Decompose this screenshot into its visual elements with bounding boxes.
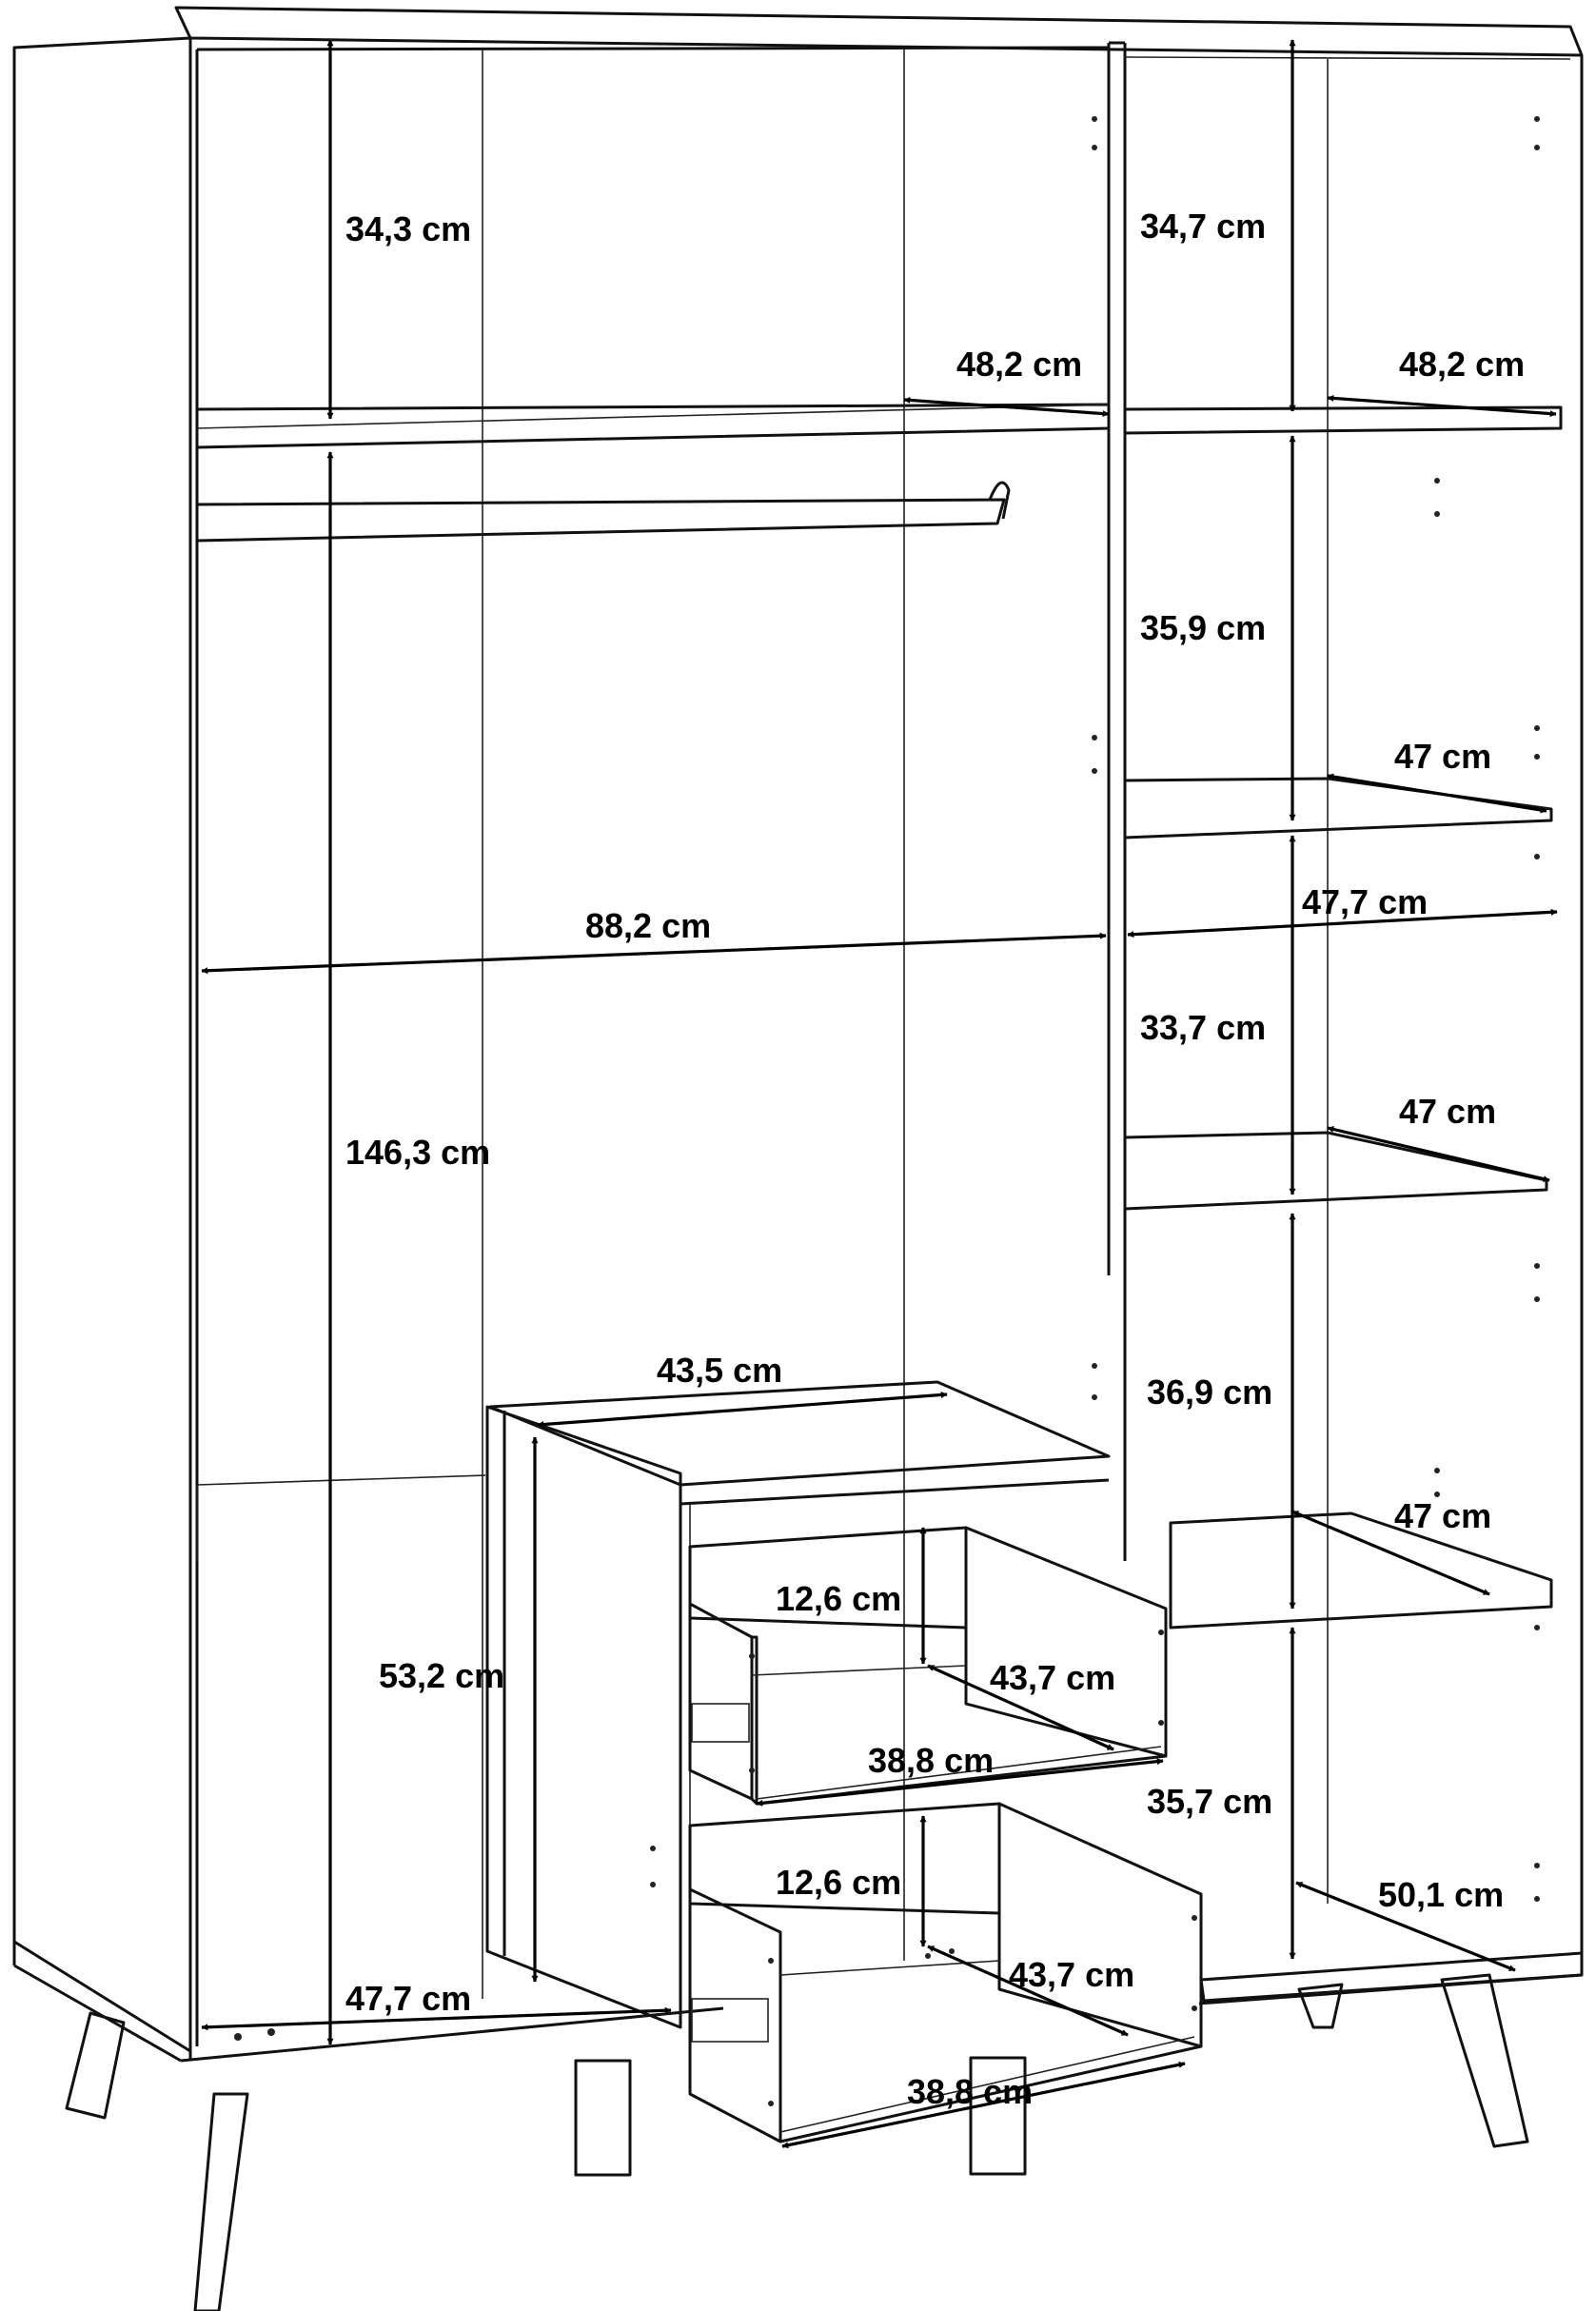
dim-drawer-1-depth-arrow [927,1664,1114,1751]
dim-right-shelf-2-depth: 47 cm [1394,737,1491,776]
dimension-labels: 34,3 cm 48,2 cm 146,3 cm 88,2 cm 43,5 cm… [345,207,1525,2111]
dim-right-shelf-2-height: 35,9 cm [1140,608,1266,647]
dim-interior-width-arrow [201,932,1107,975]
dim-right-shelf-4-height: 36,9 cm [1147,1373,1272,1412]
right-shelf-2 [1123,777,1553,839]
dim-right-shelf-3-height: 33,7 cm [1140,1008,1266,1047]
dim-drawer-unit-top-depth-arrow [537,1391,948,1429]
leg-back-left [65,2011,126,2120]
dim-right-top-depth-arrow [1327,394,1557,418]
dim-right-shelf-3-depth-arrow [1327,1126,1550,1182]
dim-right-shelf-3-depth: 47 cm [1399,1092,1496,1131]
leg-back-right [1297,1983,1344,2029]
drawer-unit-door [485,1405,682,2029]
cabinet-back-panel [195,46,1110,2046]
left-top-shelf [195,403,1111,449]
dim-right-top-height: 34,7 cm [1140,207,1266,246]
dim-drawer-1-width: 38,8 cm [868,1741,994,1780]
dim-drawer-2-height: 12,6 cm [776,1863,901,1902]
dim-drawer-2-depth: 43,7 cm [1009,1955,1134,1994]
dim-right-width-arrow [1127,908,1558,938]
hanging-rail [195,481,1011,543]
dim-right-shelf-4-depth-arrow [1291,1510,1490,1596]
dimension-arrows [201,39,1558,2149]
dim-drawer-1-depth: 43,7 cm [990,1658,1115,1697]
center-divider [1107,41,1127,1561]
dim-bottom-depth-arrow [201,2006,672,2031]
cabinet-outer-body [12,36,1584,2063]
dim-left-shelf-depth: 48,2 cm [956,345,1082,384]
dowel-hole-icon [234,116,1540,2106]
dim-right-bottom-depth-arrow [1295,1881,1516,1972]
dim-right-shelf-4-depth: 47 cm [1394,1496,1491,1535]
dim-bottom-depth: 47,7 cm [345,1979,471,2018]
right-shelf-4 [1169,1511,1553,1630]
dim-left-top-height: 34,3 cm [345,209,471,248]
dim-drawer-2-width: 38,8 cm [907,2072,1033,2111]
dim-left-hanging-height: 146,3 cm [345,1133,490,1172]
leg-center-left [574,2059,632,2177]
right-shelf-3 [1123,1131,1548,1211]
dim-right-shelf-2-depth-arrow [1327,773,1547,814]
dim-drawer-1-height: 12,6 cm [776,1579,901,1618]
dim-right-top-depth: 48,2 cm [1399,345,1525,384]
dim-drawer-1-width-arrow [756,1758,1164,1807]
right-back-panel [1124,56,1571,1904]
dim-right-bottom-height: 35,7 cm [1147,1782,1272,1821]
dim-drawer-unit-height: 53,2 cm [379,1656,504,1695]
dim-interior-width: 88,2 cm [585,906,711,945]
dim-drawer-2-width-arrow [781,2061,1186,2149]
dim-drawer-2-depth-arrow [927,1945,1129,2037]
drawer-unit-top [488,1380,1111,1506]
dim-left-shelf-depth-arrow [903,396,1110,418]
leg-front-left [193,2092,249,2311]
leg-front-right [1440,1973,1529,2148]
dim-right-width: 47,7 cm [1302,882,1428,921]
dim-drawer-unit-top-depth: 43,5 cm [657,1351,782,1390]
dim-right-bottom-depth: 50,1 cm [1378,1875,1504,1914]
